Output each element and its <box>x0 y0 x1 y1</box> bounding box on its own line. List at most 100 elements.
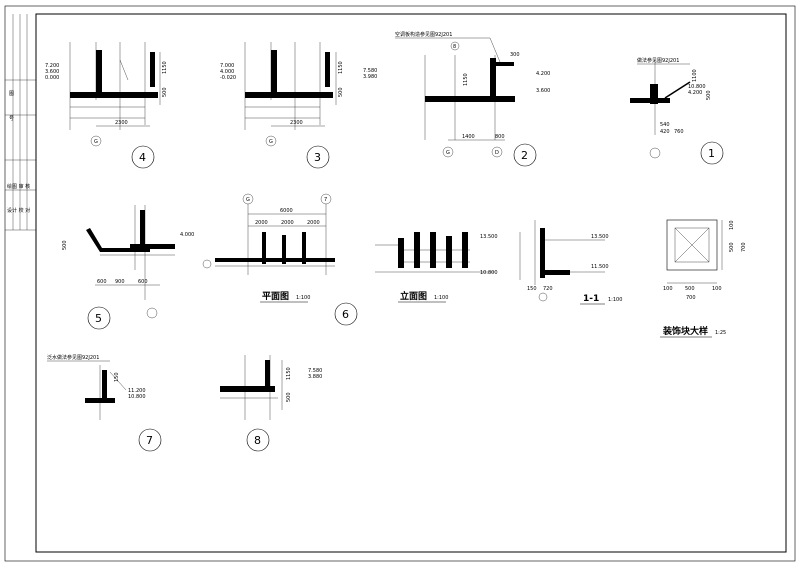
d6-plan-scale: 1:100 <box>296 295 310 301</box>
d6-seg-1: 2000 <box>255 220 268 226</box>
detail-3: 7.000 4.000 -0.020 1150 500 7.580 3.980 … <box>220 42 377 169</box>
d3-elev-d: 7.580 <box>363 68 377 74</box>
d3-elev-e: 3.980 <box>363 74 377 80</box>
d7-elev-b: 10.800 <box>128 394 146 400</box>
d3-axis: G <box>269 139 273 145</box>
d6-number: 6 <box>342 308 349 321</box>
d2-elev-a: 4.200 <box>536 71 550 77</box>
d4-dim-h2: 500 <box>162 87 168 97</box>
d2-mark: 8 <box>453 44 456 50</box>
d7-elev-a: 11.200 <box>128 388 146 394</box>
d3-dim-h2: 500 <box>338 87 344 97</box>
block-dim-inner-v: 500 <box>729 242 735 252</box>
block-dim-side-top: 100 <box>729 220 735 230</box>
d6-elev-scale: 1:100 <box>434 295 448 301</box>
sec-scale: 1:100 <box>608 297 622 303</box>
d8-dim-h1: 1150 <box>286 367 292 380</box>
sec-elev-a: 13.500 <box>591 234 609 240</box>
block-dim-outer: 700 <box>686 295 696 301</box>
d8-dim-h2: 500 <box>286 392 292 402</box>
d1-dim-w2: 420 <box>660 129 670 135</box>
d2-dim-w2: 800 <box>495 134 505 140</box>
d6-axis-a: G <box>246 197 250 203</box>
d1-elev-a: 10.800 <box>688 84 706 90</box>
block-scale: 1:25 <box>715 330 726 336</box>
detail-1: 做法参见图92J201 10.800 4.200 1100 500 540 42… <box>630 57 724 165</box>
d1-dim-h2: 500 <box>706 90 712 100</box>
d8-elev-a: 7.580 <box>308 368 322 374</box>
title-cell-4: 设计 校 对 <box>7 207 30 214</box>
d3-elev-b: 4.000 <box>220 69 234 75</box>
sec-elev-b: 11.500 <box>591 264 609 270</box>
block-title: 装饰块大样 <box>662 325 708 337</box>
d6-width: 6000 <box>280 208 293 214</box>
detail-7: 泛水做法参见图92J201 11.200 10.800 150 7 <box>47 354 162 452</box>
d6-elev-a: 13.500 <box>480 234 498 240</box>
d5-elev: 4.000 <box>180 232 194 238</box>
d3-dim-h1: 1150 <box>338 61 344 74</box>
decorative-block-detail: 100 500 700 100 500 100 700 装饰块大样 1:25 <box>660 219 747 338</box>
d3-elev-c: -0.020 <box>220 75 236 81</box>
d5-dim-w2: 900 <box>115 279 125 285</box>
d3-number: 3 <box>314 151 321 164</box>
d3-dim-w: 2300 <box>290 120 303 126</box>
title-cell-2: 号 <box>9 116 14 122</box>
outer-border <box>4 5 796 562</box>
detail-4: 7.200 3.600 0.000 1150 500 2300 G 4 <box>45 42 168 169</box>
sec-dim: 150 <box>527 286 537 292</box>
d1-dim-h1: 1100 <box>692 69 698 82</box>
d2-dim-h: 1150 <box>463 73 469 86</box>
d5-dim-h: 500 <box>62 240 68 250</box>
d2-axis-a: G <box>446 150 450 156</box>
detail-2: 空调板构造参见图92J201 8 300 4.200 3.600 1150 14… <box>395 31 550 167</box>
block-dim-outer-v: 700 <box>741 242 747 252</box>
d6-axis-b: 7 <box>324 197 327 203</box>
d1-note: 做法参见图92J201 <box>637 57 679 64</box>
d4-elev-c: 0.000 <box>45 75 59 81</box>
d8-number: 8 <box>254 434 261 447</box>
d1-dim-w1: 540 <box>660 122 670 128</box>
d1-elev-b: 4.200 <box>688 90 702 96</box>
d7-dim: 150 <box>114 372 120 382</box>
title-cell-1: 图 <box>9 91 14 97</box>
block-dim-side-right: 100 <box>712 286 722 292</box>
d7-note: 泛水做法参见图92J201 <box>47 354 99 361</box>
block-dim-inner: 500 <box>685 286 695 292</box>
d4-axis: G <box>94 139 98 145</box>
d5-dim-w1: 600 <box>97 279 107 285</box>
detail-8: 1150 500 7.580 3.880 8 <box>220 355 322 452</box>
block-dim-side-left: 100 <box>663 286 673 292</box>
d1-number: 1 <box>708 147 715 160</box>
d3-elev-a: 7.000 <box>220 63 234 69</box>
d2-axis-b: D <box>495 150 499 156</box>
d4-dim-w: 2300 <box>115 120 128 126</box>
d4-dim-h1: 1150 <box>162 61 168 74</box>
d2-note: 空调板构造参见图92J201 <box>395 31 452 38</box>
d1-dim-w3: 760 <box>674 129 684 135</box>
d4-number: 4 <box>139 151 146 164</box>
detail-5: 4.000 500 600 900 600 5 <box>62 205 194 330</box>
title-block: 图 号 绘图 审 核 设计 校 对 <box>5 14 36 231</box>
d2-dim-top: 300 <box>510 52 520 58</box>
d5-dim-w3: 600 <box>138 279 148 285</box>
d5-number: 5 <box>95 312 102 325</box>
d2-number: 2 <box>521 149 528 162</box>
inner-border <box>35 13 787 553</box>
d7-number: 7 <box>146 434 153 447</box>
d2-dim-w1: 1400 <box>462 134 475 140</box>
d4-elev-a: 7.200 <box>45 63 59 69</box>
d6-seg-3: 2000 <box>307 220 320 226</box>
d6-elev-title: 立面图 <box>400 290 427 302</box>
detail-6-elevation: 13.500 10.800 立面图 1:100 <box>375 232 498 303</box>
detail-6-plan: G 7 6000 2000 2000 2000 平面图 1:100 6 <box>202 193 358 326</box>
d6-plan-title: 平面图 <box>262 291 289 302</box>
d6-elev-b: 10.800 <box>480 270 498 276</box>
d4-elev-b: 3.600 <box>45 69 59 75</box>
title-cell-3: 绘图 审 核 <box>7 183 30 190</box>
d8-elev-b: 3.880 <box>308 374 322 380</box>
sec-title: 1-1 <box>583 294 599 304</box>
section-1-1: 13.500 11.500 150 720 1-1 1:100 <box>519 220 622 305</box>
d2-elev-b: 3.600 <box>536 88 550 94</box>
